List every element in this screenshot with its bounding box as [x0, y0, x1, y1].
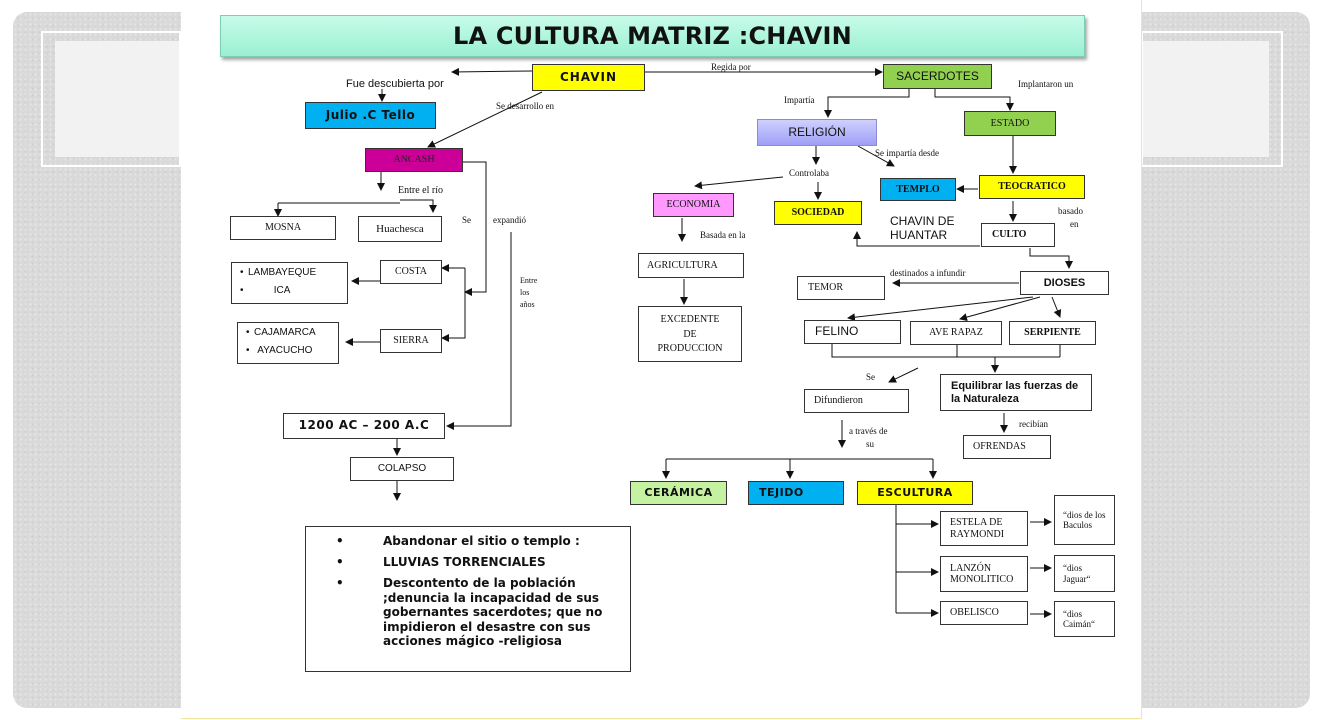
label-recibian: recibían [1019, 419, 1048, 429]
de-line: DE [683, 329, 697, 341]
tejido-node: TEJIDO [748, 481, 844, 505]
agricultura-node: AGRICULTURA [638, 253, 744, 278]
label-entre: Entre [520, 276, 538, 285]
excedente-line: EXCEDENTE [660, 313, 720, 325]
cause-item: Descontento de la población ;denuncia la… [383, 576, 603, 648]
period-node: 1200 AC – 200 A.C [283, 413, 445, 439]
equilibrar-node: Equilibrar las fuerzas de la Naturaleza [940, 374, 1092, 411]
templo-node: TEMPLO [880, 178, 956, 201]
teocratico-node: TEOCRATICO [979, 175, 1085, 199]
ceramica-node: CERÁMICA [630, 481, 727, 505]
label-destinados: destinados a infundir [890, 268, 966, 278]
title-text: LA CULTURA MATRIZ :CHAVIN [453, 22, 852, 50]
estado-node: ESTADO [964, 111, 1056, 136]
cause-item: Abandonar el sitio o templo : [383, 534, 580, 548]
label-controlaba: Controlaba [789, 168, 829, 178]
label-huantar: HUANTAR [890, 228, 948, 242]
label-expandio: expandió [493, 215, 526, 225]
label-se-desarrollo: Se desarrollo en [496, 101, 554, 111]
ave-rapaz-node: AVE RAPAZ [910, 321, 1002, 345]
label-entre-el-rio: Entre el río [398, 185, 443, 196]
lanzon-node: LANZÓN MONOLITICO [940, 556, 1028, 592]
cause-item: LLUVIAS TORRENCIALES [383, 555, 546, 569]
felino-node: FELINO [804, 320, 901, 344]
costa-node: COSTA [380, 260, 442, 284]
bullet-dot: • [336, 534, 344, 548]
produccion-line: PRODUCCION [657, 342, 723, 354]
dioses-node: DIOSES [1020, 271, 1109, 295]
lambayeque-item: LAMBAYEQUE [240, 267, 316, 279]
label-anos: años [520, 300, 535, 309]
ica-item: ICA [240, 285, 316, 297]
escultura-node: ESCULTURA [857, 481, 973, 505]
sacerdotes-node: SACERDOTES [883, 64, 992, 89]
religion-node: RELIGIÓN [757, 119, 877, 146]
dios-baculos-node: “dios de los Baculos [1054, 495, 1115, 545]
left-frame-decoration [41, 31, 181, 167]
chavin-node: CHAVIN [532, 64, 645, 91]
label-se-difundieron: Se [866, 372, 875, 382]
bullet-dot: • [336, 555, 344, 569]
label-se: Se [462, 215, 471, 225]
julio-tello-node: Julio .C Tello [305, 102, 436, 129]
dios-jaguar-node: “dios Jaguar“ [1054, 555, 1115, 592]
label-implantaron: Implantaron un [1018, 79, 1074, 89]
economia-node: ECONOMIA [653, 193, 734, 217]
right-frame-decoration [1141, 31, 1283, 167]
difundieron-node: Difundieron [804, 389, 909, 413]
ofrendas-node: OFRENDAS [963, 435, 1051, 459]
label-los: los [520, 288, 530, 297]
label-basada-en-la: Basada en la [700, 230, 746, 240]
huachesca-node: Huachesca [358, 216, 442, 242]
temor-node: TEMOR [797, 276, 885, 300]
label-en: en [1070, 219, 1079, 229]
collapse-causes-list: • Abandonar el sitio o templo : • LLUVIA… [305, 526, 631, 672]
costa-list: LAMBAYEQUE ICA [231, 262, 348, 304]
label-su: su [866, 439, 875, 449]
label-fue-descubierta: Fue descubierta por [346, 78, 444, 90]
excedente-node: EXCEDENTE DE PRODUCCION [638, 306, 742, 362]
label-se-impartia-desde: Se impartía desde [875, 148, 939, 158]
sierra-list: CAJAMARCA AYACUCHO [237, 322, 339, 364]
obelisco-node: OBELISCO [940, 601, 1028, 625]
label-impartia: Impartía [784, 95, 815, 105]
culto-node: CULTO [981, 223, 1055, 247]
label-chavin-de: CHAVIN DE [890, 214, 955, 228]
label-a-traves-de: a través de [849, 426, 888, 436]
label-basado: basado [1058, 206, 1083, 216]
dios-caiman-node: “dios Caimán“ [1054, 601, 1115, 637]
estela-raymondi-node: ESTELA DE RAYMONDI [940, 511, 1028, 546]
ayacucho-item: AYACUCHO [246, 345, 316, 357]
bullet-dot: • [336, 576, 344, 590]
sierra-node: SIERRA [380, 329, 442, 353]
mosna-node: MOSNA [230, 216, 336, 240]
colapso-node: COLAPSO [350, 457, 454, 481]
label-regida-por: Regida por [711, 62, 751, 72]
sociedad-node: SOCIEDAD [774, 201, 862, 225]
cajamarca-item: CAJAMARCA [246, 327, 316, 339]
title-banner: LA CULTURA MATRIZ :CHAVIN [220, 15, 1085, 57]
serpiente-node: SERPIENTE [1009, 321, 1096, 345]
ancash-node: ANCASH [365, 148, 463, 172]
